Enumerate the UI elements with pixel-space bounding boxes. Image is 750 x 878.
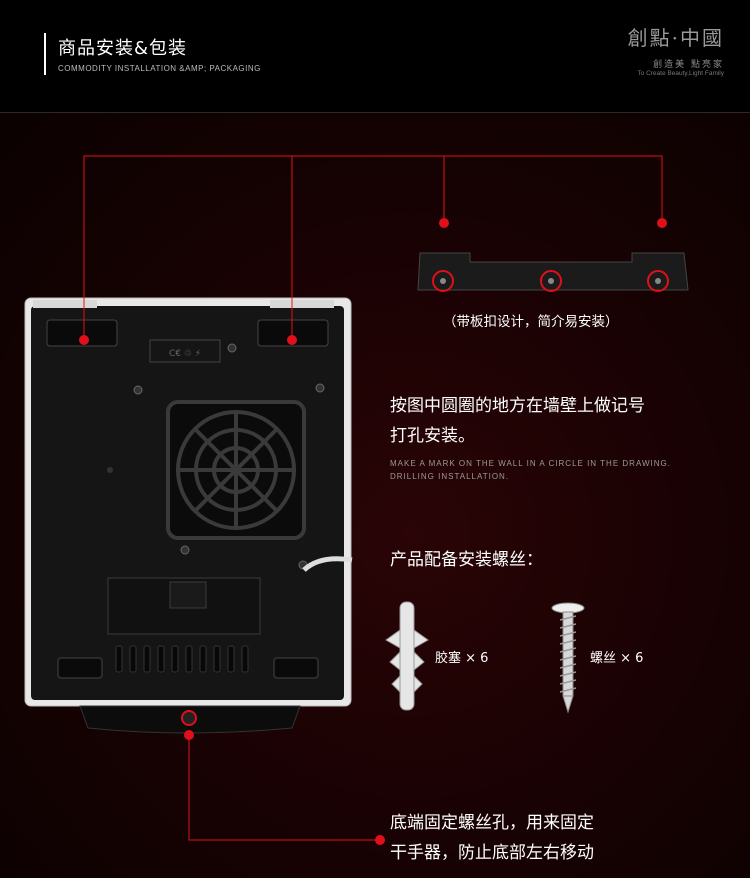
svg-text:C€ ♲ ⚡: C€ ♲ ⚡: [169, 349, 201, 359]
wall-anchor-image: [385, 601, 429, 711]
bracket-caption: （带板扣设计，简介易安装）: [443, 314, 619, 330]
dryer-back-image: C€ ♲ ⚡: [24, 297, 353, 734]
screw-label: 螺丝 × 6: [590, 651, 644, 666]
accessories-title: 产品配备安装螺丝：: [390, 550, 543, 570]
marker-dot-bottom: [184, 730, 194, 740]
marker-dot-bracket-right: [657, 218, 667, 228]
fan-grille: [166, 400, 306, 540]
leader-lines: [83, 155, 663, 841]
instruction-en-line-1: MAKE A MARK ON THE WALL IN A CIRCLE IN T…: [390, 459, 671, 468]
logo-slogan-cn: 創造美 點亮家: [653, 60, 724, 70]
brand-logo: 創點·中國 創造美 點亮家 To Create Beauty,Light Fam…: [628, 22, 724, 77]
bottom-note-line-2: 干手器，防止底部左右移动: [390, 843, 594, 863]
instruction-en-line-2: DRILLING INSTALLATION.: [390, 472, 510, 481]
instruction-line-2: 打孔安装。: [390, 426, 475, 446]
logo-slogan-en: To Create Beauty,Light Family: [637, 70, 724, 77]
marker-dot-note: [375, 835, 385, 845]
section-title: 商品安装&包装: [58, 38, 188, 59]
section-subtitle: COMMODITY INSTALLATION &AMP; PACKAGING: [58, 64, 261, 73]
header: 商品安装&包装 COMMODITY INSTALLATION &AMP; PAC…: [0, 0, 750, 113]
mounting-bracket-image: [417, 252, 689, 292]
anchor-label: 胶塞 × 6: [435, 651, 489, 666]
title-bar: [44, 33, 46, 75]
marker-dot-right: [287, 335, 297, 345]
marker-dot-bracket-left: [439, 218, 449, 228]
marker-dot-left: [79, 335, 89, 345]
bottom-note-line-1: 底端固定螺丝孔，用来固定: [390, 813, 594, 833]
logo-name: 創點·中國: [627, 26, 724, 50]
instruction-line-1: 按图中圆圈的地方在墙壁上做记号: [390, 396, 645, 416]
screw-image: [551, 602, 585, 714]
